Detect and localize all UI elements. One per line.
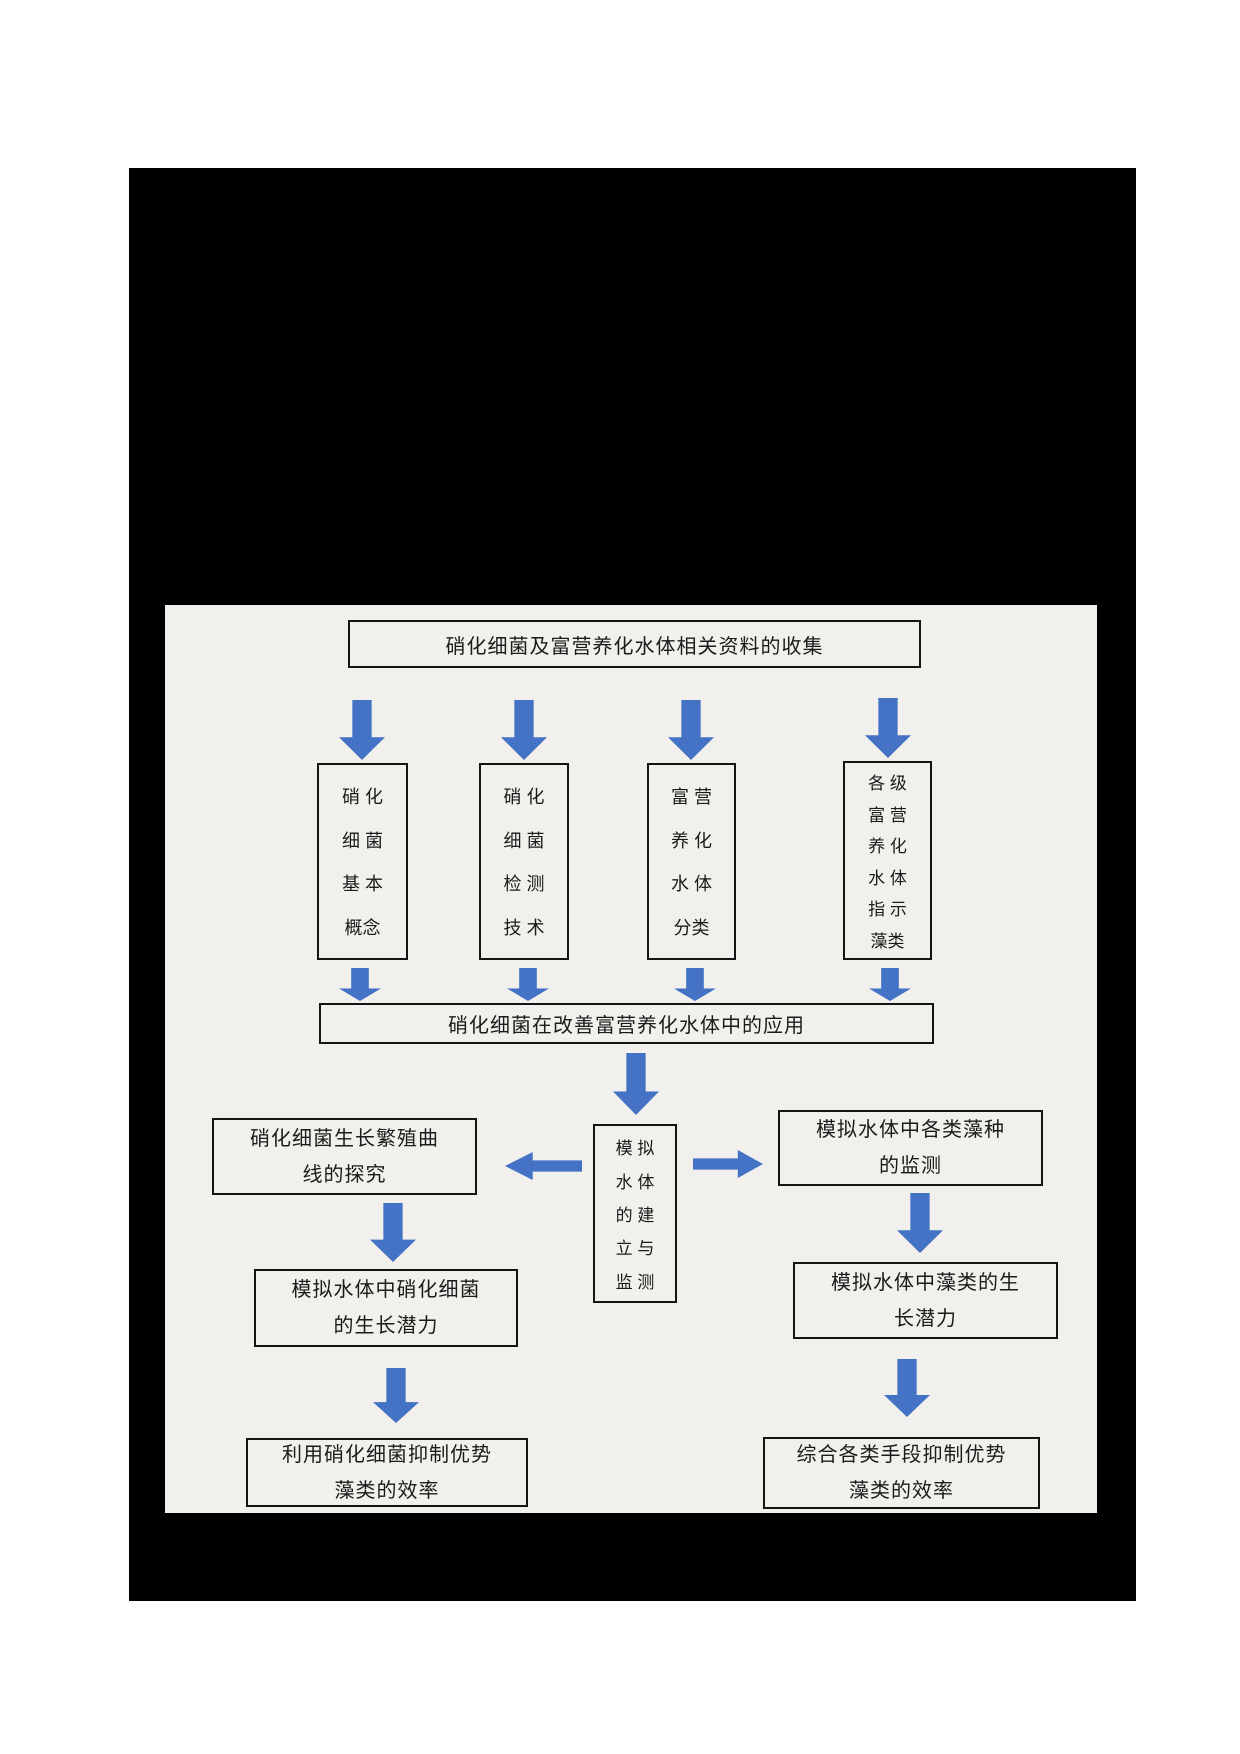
topic-box-row: 细 菌 [503, 830, 545, 851]
right-box-line: 的监测 [879, 1155, 942, 1177]
application-box: 硝化细菌在改善富营养化水体中的应用 [319, 1003, 934, 1044]
left-box-line: 线的探究 [302, 1163, 387, 1186]
topic-box-row: 养 化 [868, 837, 907, 857]
right-box-line: 长潜力 [894, 1307, 957, 1330]
arrow-down-icon [668, 700, 714, 760]
topic-box-row: 硝 化 [503, 786, 545, 807]
black-frame: 硝化细菌及富营养化水体相关资料的收集 硝 化 细 菌 基 本 概念 硝 化 细 … [129, 168, 1136, 1601]
application-box-label: 硝化细菌在改善富营养化水体中的应用 [448, 1015, 805, 1037]
title-box: 硝化细菌及富营养化水体相关资料的收集 [348, 620, 921, 668]
left-box-growth-curve: 硝化细菌生长繁殖曲 线的探究 [212, 1118, 477, 1195]
topic-box-row: 概念 [344, 918, 381, 939]
topic-box-detection-techniques: 硝 化 细 菌 检 测 技 术 [479, 763, 569, 960]
topic-box-row: 基 本 [341, 874, 383, 895]
left-box-line: 的生长潜力 [333, 1315, 439, 1337]
topic-box-basic-concepts: 硝 化 细 菌 基 本 概念 [317, 763, 408, 960]
topic-box-row: 富 营 [670, 786, 712, 807]
topic-box-row: 分类 [673, 918, 710, 939]
center-box-row: 模 拟 [615, 1139, 655, 1159]
right-box-line: 藻类的效率 [849, 1480, 954, 1502]
topic-box-row: 藻类 [870, 931, 905, 951]
right-box-line: 综合各类手段抑制优势 [796, 1444, 1007, 1466]
arrow-down-icon [501, 700, 547, 760]
arrow-down-icon [507, 968, 549, 1001]
topic-box-row: 指 示 [868, 900, 907, 920]
left-box-inhibition-efficiency: 利用硝化细菌抑制优势 藻类的效率 [246, 1438, 528, 1507]
topic-box-row: 检 测 [503, 874, 545, 895]
arrow-down-icon [897, 1193, 943, 1253]
arrow-down-icon [370, 1203, 416, 1262]
right-box-line: 模拟水体中各类藻种 [816, 1119, 1005, 1141]
arrow-down-icon [613, 1053, 659, 1115]
topic-box-row: 技 术 [503, 918, 545, 939]
right-box-combined-inhibition-efficiency: 综合各类手段抑制优势 藻类的效率 [763, 1437, 1040, 1509]
topic-box-indicator-algae: 各 级 富 营 养 化 水 体 指 示 藻类 [843, 761, 932, 960]
arrow-right-icon [693, 1150, 763, 1178]
title-box-label: 硝化细菌及富营养化水体相关资料的收集 [445, 635, 824, 658]
flowchart-panel: 硝化细菌及富营养化水体相关资料的收集 硝 化 细 菌 基 本 概念 硝 化 细 … [165, 605, 1097, 1513]
arrow-down-icon [373, 1368, 419, 1423]
left-box-line: 利用硝化细菌抑制优势 [282, 1443, 492, 1466]
topic-box-row: 富 营 [868, 805, 907, 825]
left-box-line: 硝化细菌生长繁殖曲 [250, 1127, 439, 1150]
center-box-row: 的 建 [615, 1205, 655, 1225]
topic-box-row: 水 体 [868, 868, 907, 888]
right-box-line: 模拟水体中藻类的生 [831, 1271, 1020, 1294]
left-box-line: 模拟水体中硝化细菌 [291, 1279, 481, 1301]
arrow-down-icon [339, 700, 385, 760]
right-box-algae-monitoring: 模拟水体中各类藻种 的监测 [778, 1110, 1043, 1186]
arrow-down-icon [865, 698, 911, 758]
left-box-growth-potential: 模拟水体中硝化细菌 的生长潜力 [254, 1269, 518, 1347]
topic-box-row: 细 菌 [341, 830, 383, 851]
arrow-down-icon [339, 968, 381, 1001]
topic-box-row: 各 级 [868, 774, 907, 794]
left-box-line: 藻类的效率 [334, 1479, 440, 1502]
arrow-left-icon [505, 1152, 582, 1180]
arrow-down-icon [884, 1359, 930, 1417]
topic-box-water-classification: 富 营 养 化 水 体 分类 [647, 763, 736, 960]
topic-box-row: 硝 化 [341, 786, 383, 807]
center-box-row: 水 体 [615, 1172, 655, 1192]
right-box-algae-growth-potential: 模拟水体中藻类的生 长潜力 [793, 1262, 1058, 1339]
center-box-row: 立 与 [615, 1239, 655, 1259]
arrow-down-icon [869, 968, 911, 1001]
arrow-down-icon [674, 968, 716, 1001]
topic-box-row: 养 化 [670, 830, 712, 851]
center-box-row: 监 测 [615, 1272, 655, 1292]
center-box-simulated-water: 模 拟 水 体 的 建 立 与 监 测 [593, 1124, 677, 1303]
topic-box-row: 水 体 [670, 874, 712, 895]
